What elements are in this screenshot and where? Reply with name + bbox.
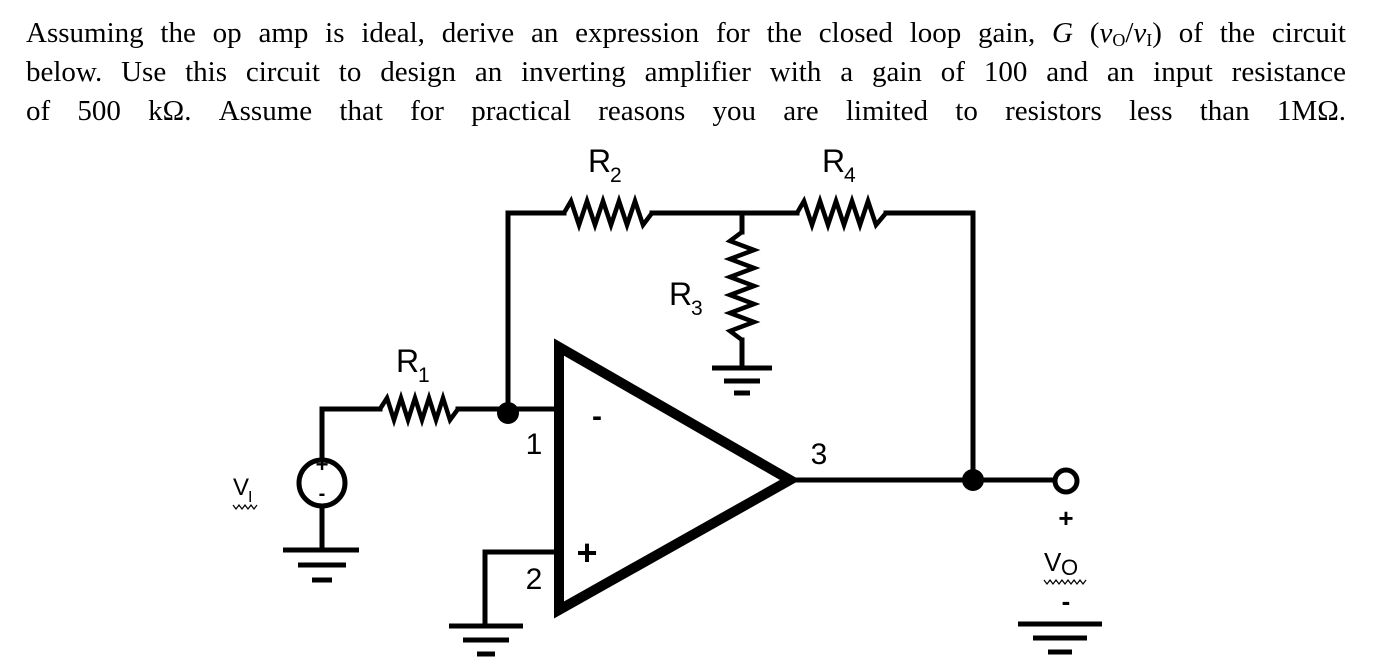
r2-label-subscript: 2 (610, 164, 622, 187)
node2-label: 2 (526, 563, 543, 596)
gain-open-paren: ( (1072, 17, 1100, 49)
node1-label: 1 (526, 428, 543, 461)
r3-label-letter: R (669, 276, 692, 312)
vi-squiggle (232, 504, 258, 510)
gain-close-paren: ) (1152, 17, 1162, 49)
output-junction-dot (962, 469, 984, 491)
vo-label-letter: V (1044, 547, 1062, 577)
wire-source-to-r1 (319, 406, 383, 463)
r1-label-letter: R (396, 343, 419, 379)
r2-resistor (562, 193, 654, 233)
vo-terminal (1052, 467, 1080, 495)
vi-label-letter: V (233, 474, 249, 501)
gain-symbol: G (1052, 17, 1073, 49)
vo-label: V O (1043, 547, 1087, 585)
ground-icon-output (1018, 621, 1102, 655)
ground-icon-opamp (449, 623, 523, 657)
r1-label-subscript: 1 (418, 364, 430, 387)
vo-plus-sign: + (1058, 503, 1073, 533)
ground-icon-source (283, 547, 359, 583)
vo-symbol: v (1099, 17, 1113, 49)
problem-line-1-end: of the circuit (1161, 17, 1346, 49)
opamp-triangle (554, 338, 801, 619)
wire-noninverting-to-ground (482, 549, 558, 626)
problem-line-1: Assuming the op amp is ideal, derive an … (26, 14, 1346, 53)
r2-label: R 2 (588, 143, 622, 187)
node3-label: 3 (811, 438, 828, 471)
vo-subscript: O (1112, 30, 1126, 50)
vi-symbol: v (1133, 17, 1147, 49)
r3-label-subscript: 3 (691, 297, 703, 320)
problem-statement: Assuming the op amp is ideal, derive an … (26, 14, 1346, 131)
r4-label-subscript: 4 (844, 164, 856, 187)
r3-label: R 3 (669, 276, 703, 320)
vi-label: V I (232, 474, 258, 510)
vi-label-subscript: I (248, 489, 252, 506)
node1-junction-dot (497, 402, 519, 424)
r1-resistor (378, 390, 460, 428)
problem-line-2: below. Use this circuit to design an inv… (26, 56, 1346, 88)
source-plus-sign: + (316, 452, 329, 477)
vi-source (296, 457, 348, 509)
r1-label: R 1 (396, 343, 430, 387)
source-minus-sign: - (319, 483, 326, 505)
problem-line-1-text: Assuming the op amp is ideal, derive an … (26, 17, 1053, 49)
vo-minus-sign: - (1062, 586, 1071, 616)
opamp-inverting-sign: - (592, 400, 602, 433)
opamp-noninverting-sign: + (576, 532, 597, 573)
wire-r4-to-output (883, 210, 976, 483)
problem-line-3: of 500 kΩ. Assume that for practical rea… (26, 95, 1346, 127)
gain-slash: / (1125, 17, 1134, 49)
r4-label-letter: R (822, 143, 845, 179)
r3-resistor (723, 230, 761, 342)
vo-label-subscript: O (1061, 555, 1078, 580)
r4-resistor (795, 193, 888, 233)
ground-icon-r3 (712, 365, 772, 396)
vi-subscript: I (1146, 30, 1153, 50)
r2-label-letter: R (588, 143, 611, 179)
r4-label: R 4 (822, 143, 856, 187)
wire-node1-to-r2 (505, 210, 567, 412)
vo-squiggle (1043, 579, 1087, 585)
